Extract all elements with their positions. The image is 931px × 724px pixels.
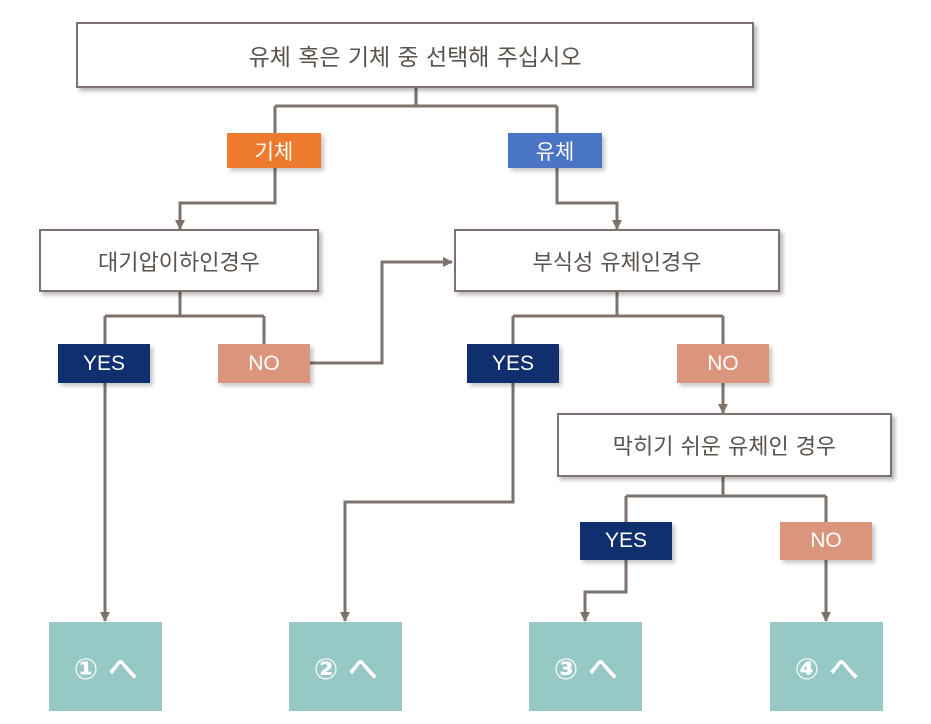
result-3-box: ③ へ [529,622,642,711]
gas-tag: 기체 [227,133,321,168]
corrosive-fluid-box: 부식성 유체인경우 [454,229,780,292]
result-1-text: ① へ [73,651,138,686]
yes-label: YES [491,351,535,375]
result-4-text: ④ へ [794,651,859,686]
corrosive-fluid-text: 부식성 유체인경우 [532,250,702,276]
line-yes3-to-result3 [580,560,628,622]
yes-tag-corrosive: YES [467,344,559,383]
select-fluid-or-gas-box: 유체 혹은 기체 중 선택해 주십시오 [76,22,754,88]
clogging-fluid-text: 막히기 쉬운 유체인 경우 [612,435,837,460]
yes-label: YES [604,529,648,552]
no-label: NO [810,529,842,552]
result-3-text: ③ へ [553,651,618,686]
yes-label: YES [82,351,126,375]
below-atmospheric-text: 대기압이하인경우 [98,250,260,276]
below-atmospheric-box: 대기압이하인경우 [39,229,319,292]
line-no1-to-corrosive [310,257,453,365]
result-2-box: ② へ [289,622,402,711]
clogging-fluid-box: 막히기 쉬운 유체인 경우 [557,413,892,477]
line-yes2-to-result2 [340,383,515,622]
result-2-text: ② へ [313,651,378,686]
line-liquid-to-corrosive [555,168,622,230]
no-label: NO [248,351,280,375]
result-4-box: ④ へ [770,622,883,711]
no-label: NO [707,351,739,375]
liquid-tag-text: 유체 [535,139,575,164]
line-gas-to-below-atm [175,168,277,230]
no-tag-below-atmospheric: NO [218,344,310,383]
yes-tag-below-atmospheric: YES [58,344,150,383]
no-tag-corrosive: NO [677,344,769,383]
yes-tag-clogging: YES [580,522,672,560]
no-tag-clogging: NO [780,522,872,560]
result-1-box: ① へ [49,622,162,711]
liquid-tag: 유체 [508,133,602,168]
gas-tag-text: 기체 [254,139,294,164]
select-fluid-or-gas-text: 유체 혹은 기체 중 선택해 주십시오 [248,45,582,71]
